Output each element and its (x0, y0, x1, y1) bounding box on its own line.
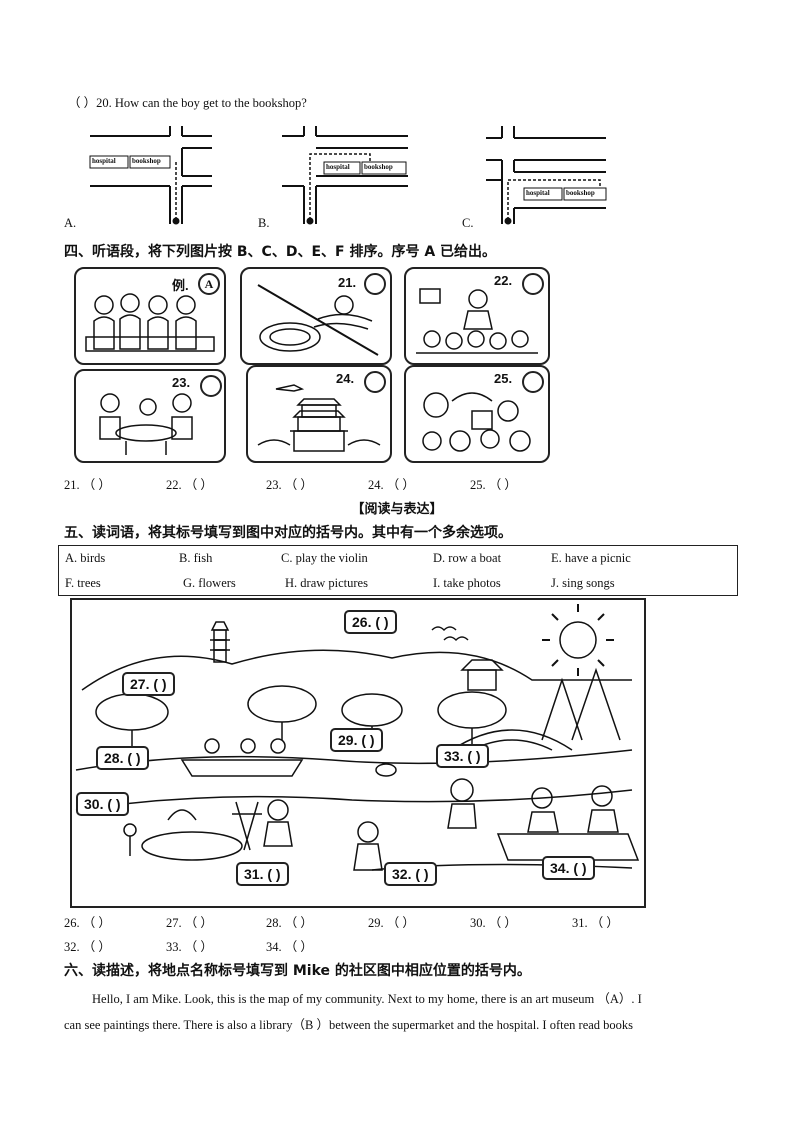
option-e: E. have a picnic (551, 551, 631, 565)
park-illustration (75, 604, 640, 871)
scene-label-32[interactable]: 32. ( ) (384, 862, 437, 886)
answer-slot-34[interactable]: 34. （ ） (266, 940, 313, 954)
panel-number: 25. (494, 371, 513, 386)
picture-panel-24: 24. (246, 365, 392, 463)
panel-answer-circle (364, 273, 386, 295)
family-dinner-illustration (99, 393, 193, 455)
q20-map-a: hospital bookshop (86, 124, 216, 228)
scene-label-30[interactable]: 30. ( ) (76, 792, 129, 816)
option-g: G. flowers (183, 576, 236, 590)
answer-slot-29[interactable]: 29. （ ） (368, 916, 415, 930)
panel-number: 例. (172, 278, 189, 293)
picture-panel-23: 23. (74, 369, 226, 463)
option-c-label: C. (462, 216, 474, 230)
option-h: H. draw pictures (285, 576, 368, 590)
street-map-a (89, 126, 212, 225)
scene-label-26[interactable]: 26. ( ) (344, 610, 397, 634)
answer-slot-23[interactable]: 23. （ ） (266, 478, 313, 492)
hospital-label: hospital (326, 163, 350, 171)
answer-slot-31[interactable]: 31. （ ） (572, 916, 619, 930)
children-singing-illustration (85, 293, 215, 352)
picture-panel-25: 25. (404, 365, 550, 463)
option-a: A. birds (65, 551, 106, 565)
girl-with-flowers-illustration (416, 288, 538, 354)
q20-stem: （ ）20. How can the boy get to the booksh… (68, 96, 307, 110)
swimming-and-food-illustration (257, 284, 379, 356)
street-map-b (282, 126, 408, 225)
word-options-box: A. birds B. fish C. play the violin D. r… (58, 545, 738, 596)
answer-slot-26[interactable]: 26. （ ） (64, 916, 111, 930)
option-c: C. play the violin (281, 551, 368, 565)
picture-panel-example: 例. A (74, 267, 226, 365)
scene-label-31[interactable]: 31. ( ) (236, 862, 289, 886)
option-a-label: A. (64, 216, 77, 230)
section-4-heading: 四、听语段，将下列图片按 B、C、D、E、F 排序。序号 A 已给出。 (64, 244, 497, 260)
panel-number: 24. (336, 371, 355, 386)
option-b: B. fish (179, 551, 213, 565)
scene-label-34[interactable]: 34. ( ) (542, 856, 595, 880)
bookshop-label: bookshop (566, 189, 595, 197)
option-b-label: B. (258, 216, 270, 230)
answer-slot-28[interactable]: 28. （ ） (266, 916, 313, 930)
scene-label-27[interactable]: 27. ( ) (122, 672, 175, 696)
reading-section-title: 【阅读与表达】 (351, 502, 443, 517)
section-5-heading: 五、读词语，将其标号填写到图中对应的括号内。其中有一个多余选项。 (64, 525, 512, 541)
panel-number: 22. (494, 273, 513, 288)
picture-panel-21: 21. (240, 267, 392, 365)
scene-label-33[interactable]: 33. ( ) (436, 744, 489, 768)
answer-slot-30[interactable]: 30. （ ） (470, 916, 517, 930)
q20-map-b: hospital bookshop (280, 124, 410, 228)
answer-slot-27[interactable]: 27. （ ） (166, 916, 213, 930)
answer-slot-25[interactable]: 25. （ ） (470, 478, 517, 492)
passage-line-2: can see paintings there. There is also a… (64, 1018, 634, 1032)
answer-slot-32[interactable]: 32. （ ） (64, 940, 111, 954)
answer-slot-33[interactable]: 33. （ ） (166, 940, 213, 954)
option-f: F. trees (65, 576, 101, 590)
panel-answer-circle (522, 273, 544, 295)
street-map-c (486, 126, 607, 225)
hospital-label: hospital (526, 189, 550, 197)
panel-answer-circle (364, 371, 386, 393)
bookshop-label: bookshop (132, 157, 161, 165)
bookshop-label: bookshop (364, 163, 393, 171)
panel-answer-circle (522, 371, 544, 393)
answer-slot-24[interactable]: 24. （ ） (368, 478, 415, 492)
section-6-heading: 六、读描述，将地点名称标号填写到 Mike 的社区图中相应位置的括号内。 (64, 963, 531, 979)
panel-number: 23. (172, 375, 191, 390)
scene-label-28[interactable]: 28. ( ) (96, 746, 149, 770)
option-d: D. row a boat (433, 551, 502, 565)
scene-label-29[interactable]: 29. ( ) (330, 728, 383, 752)
panel-answer-circle: A (198, 273, 220, 295)
option-j: J. sing songs (551, 576, 615, 590)
zoo-animals-illustration (422, 392, 531, 452)
park-scene: 26. ( ) 27. ( ) 28. ( ) 29. ( ) 30. ( ) … (70, 598, 646, 908)
q20-map-c: hospital bookshop (484, 124, 614, 228)
hospital-label: hospital (92, 157, 116, 165)
panel-number: 21. (338, 275, 357, 290)
option-i: I. take photos (433, 576, 501, 590)
picture-panel-22: 22. (404, 267, 550, 365)
panel-answer-circle (200, 375, 222, 397)
passage-line-1: Hello, I am Mike. Look, this is the map … (92, 992, 642, 1006)
answer-slot-21[interactable]: 21. （ ） (64, 478, 111, 492)
temple-and-plane-illustration (257, 384, 381, 452)
answer-slot-22[interactable]: 22. （ ） (166, 478, 213, 492)
